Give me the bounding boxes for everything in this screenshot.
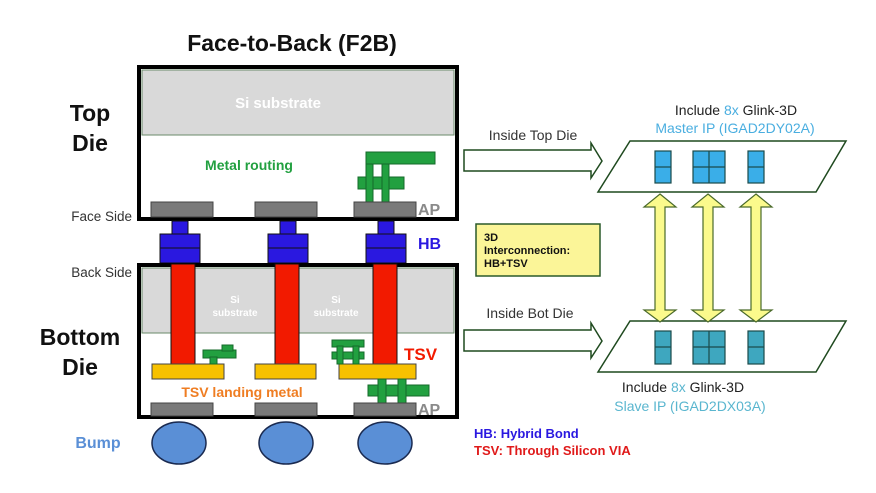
tsv-label: TSV (404, 345, 438, 364)
top-ap-pad-3 (353, 201, 417, 218)
routing-bar (202, 349, 237, 359)
bottom-ap-pad-2 (254, 402, 318, 417)
slave-ip-label: Slave IP (IGAD2DX03A) (614, 398, 765, 414)
tsv-landing-metal-1 (151, 363, 225, 380)
hybrid-bond-3 (365, 220, 407, 264)
interconnect-arrow-3 (738, 193, 774, 323)
bottom-die: Si substrate Si substrate TSV TSV landin… (137, 263, 459, 419)
master-count: 8x (724, 102, 739, 118)
master-ip-blocks (654, 150, 765, 184)
master-include-text: Include (675, 102, 724, 118)
bottom-si-substrate-label-1a: Si (230, 295, 240, 306)
diagram-title: Face-to-Back (F2B) (187, 30, 397, 56)
tsv-landing-metal-label: TSV landing metal (181, 384, 302, 400)
top-ap-label: AP (418, 202, 441, 219)
bottom-si-substrate-label-1b: substrate (212, 308, 257, 319)
top-die-label-line2: Die (72, 130, 108, 156)
top-metal-routing (357, 151, 436, 203)
tsv-landing-metal-2 (254, 363, 317, 380)
bump-1 (151, 421, 207, 465)
top-die: Si substrate Metal routing AP (137, 65, 459, 221)
inside-bot-die-arrow (463, 320, 603, 361)
bottom-ap-pad-1 (150, 402, 214, 417)
bump-3 (357, 421, 413, 465)
interconnect-arrow-2 (690, 193, 726, 323)
routing-via (381, 163, 390, 203)
bump-label: Bump (75, 435, 121, 452)
tsv-3 (372, 263, 398, 365)
master-ip-label: Master IP (IGAD2DY02A) (655, 120, 814, 136)
top-si-substrate-label: Si substrate (235, 95, 321, 112)
interconnection-note: 3D Interconnection: HB+TSV (475, 223, 601, 277)
top-ap-pad-1 (150, 201, 214, 218)
inside-top-die-arrow (463, 140, 603, 181)
top-ap-pad-2 (254, 201, 318, 218)
interconnection-line3: HB+TSV (484, 258, 528, 270)
tsv-1 (170, 263, 196, 365)
hybrid-bonds (159, 220, 407, 264)
routing-via (209, 356, 218, 365)
interconnection-line1: 3D (484, 232, 498, 244)
face-side-label: Face Side (71, 209, 132, 224)
routing-bar (221, 344, 234, 352)
inside-top-die-label: Inside Top Die (489, 127, 578, 143)
legend-tsv: TSV: Through Silicon VIA (474, 443, 631, 458)
slave-include-label: Include 8x Glink-3D (622, 379, 744, 395)
routing-via (397, 378, 407, 405)
slave-count: 8x (671, 379, 686, 395)
bottom-si-substrate-label-2b: substrate (313, 308, 358, 319)
top-si-substrate (141, 69, 455, 136)
bottom-metal-routing (202, 339, 430, 405)
routing-via (365, 163, 374, 203)
bottom-ap-label: AP (418, 402, 441, 419)
routing-via (377, 378, 387, 405)
routing-via (352, 345, 360, 365)
routing-bar (365, 151, 436, 165)
tsv-2 (274, 263, 300, 365)
inside-bot-die-label: Inside Bot Die (486, 305, 573, 321)
interconnect-arrows (642, 193, 774, 323)
top-die-label-line1: Top (70, 100, 110, 126)
routing-bar (357, 176, 405, 190)
back-side-label: Back Side (71, 265, 132, 280)
bottom-si-substrate-label-2a: Si (331, 295, 341, 306)
slave-ip-blocks (654, 330, 765, 365)
hybrid-bond-1 (159, 220, 201, 264)
bottom-die-label-line2: Die (62, 354, 98, 380)
hybrid-bond-2 (267, 220, 309, 264)
metal-routing-label: Metal routing (205, 157, 293, 173)
bump-2 (258, 421, 314, 465)
routing-bar (331, 351, 365, 360)
bottom-die-label-line1: Bottom (40, 324, 120, 350)
tsv-landing-metal-3 (338, 363, 417, 380)
slave-glink-text: Glink-3D (686, 379, 744, 395)
interconnect-arrow-1 (642, 193, 678, 323)
bottom-ap-pad-3 (353, 402, 417, 417)
hb-label: HB (418, 236, 441, 253)
legend-hb: HB: Hybrid Bond (474, 426, 579, 441)
routing-via (336, 345, 344, 365)
slave-include-text: Include (622, 379, 671, 395)
master-include-label: Include 8x Glink-3D (675, 102, 797, 118)
master-glink-text: Glink-3D (739, 102, 797, 118)
interconnection-line2: Interconnection: (484, 245, 570, 257)
routing-bar (331, 339, 365, 348)
